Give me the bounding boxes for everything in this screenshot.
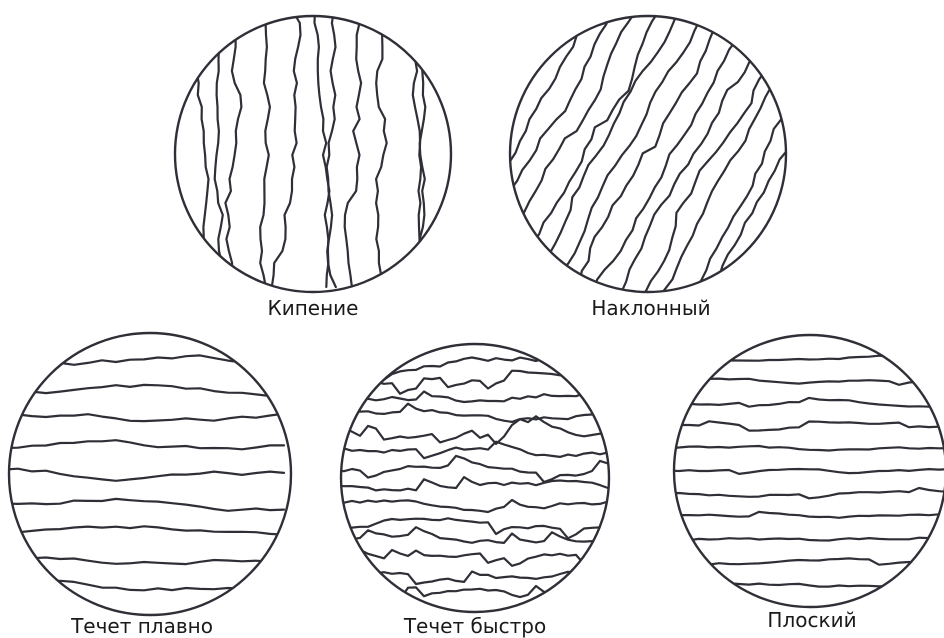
pattern-line [669, 583, 944, 587]
pattern-line [193, 11, 209, 287]
label-ploskiy: Плоский [767, 610, 856, 630]
pattern-line [336, 456, 608, 482]
pattern-line [556, 10, 705, 285]
pattern-line [406, 11, 421, 287]
pattern-line [520, 0, 669, 265]
pattern-line [669, 421, 944, 430]
pattern-line [4, 414, 284, 421]
pattern-line [336, 404, 608, 422]
pattern-line [535, 0, 687, 273]
pattern-line [336, 550, 608, 566]
pattern-line [336, 477, 608, 490]
figure-jagged-horizontal [336, 344, 609, 612]
pattern-line [669, 488, 944, 498]
pattern-line [336, 354, 608, 380]
label-techet-bystro: Течет быстро [404, 616, 546, 636]
pattern-line [376, 11, 387, 287]
pattern-line [4, 556, 284, 564]
pattern-line [336, 500, 608, 512]
pattern-line [4, 355, 284, 364]
pattern-line [225, 11, 241, 287]
pattern-line [336, 518, 608, 538]
figure-flat-horizontal [669, 335, 944, 607]
pattern-line [4, 440, 284, 449]
pattern-line [260, 11, 270, 287]
pattern-line [336, 527, 608, 543]
pattern-line [336, 442, 608, 459]
pattern-line [418, 11, 430, 287]
pattern-line [4, 499, 284, 511]
figure-smooth-horizontal [4, 333, 291, 615]
pattern-line [4, 526, 284, 535]
pattern-line [336, 586, 608, 600]
pattern-line [669, 398, 944, 407]
pattern-line [669, 446, 944, 451]
pattern-line [669, 355, 944, 364]
pattern-line [336, 392, 608, 403]
pattern-line [4, 385, 284, 397]
pattern-line [669, 509, 944, 518]
label-kipenie: Кипение [268, 298, 359, 318]
pattern-line [327, 11, 336, 287]
pattern-line [345, 11, 361, 287]
pattern-line [669, 469, 944, 474]
pattern-line [336, 416, 608, 444]
pattern-line [669, 538, 944, 544]
pattern-line [336, 572, 608, 585]
label-naklonny: Наклонный [591, 298, 710, 318]
pattern-line [4, 469, 284, 481]
label-techet-plavno: Течет плавно [71, 616, 213, 636]
pattern-line [272, 11, 301, 287]
figure-vertical [175, 11, 451, 292]
